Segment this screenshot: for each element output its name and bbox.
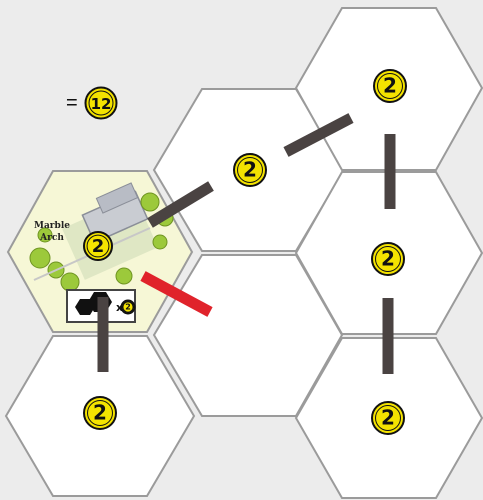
- score-display: = 12: [66, 86, 118, 120]
- tile-right-top-coin-icon: 2: [374, 70, 406, 102]
- tile-left-bottom-coin-icon: 2: [84, 397, 116, 429]
- landmark-badge-coin-icon-value: 2: [125, 303, 131, 312]
- tile-right-mid-coin-icon: 2: [372, 243, 404, 275]
- equals-sign: =: [66, 92, 78, 115]
- tile-right-bottom-coin-icon: 2: [372, 402, 404, 434]
- landmark-coin-icon: 2: [84, 232, 112, 260]
- tile-right-top-coin-icon-value: 2: [383, 74, 397, 98]
- landmark-name-line2: Arch: [39, 233, 64, 243]
- tile-center-top-coin-icon-value: 2: [243, 158, 257, 182]
- tile-right-bottom-coin-icon-value: 2: [381, 406, 395, 430]
- tile-right-mid-coin-icon-value: 2: [381, 247, 395, 271]
- score-total: 12: [90, 95, 111, 113]
- landmark-badge-coin-icon: 2: [122, 301, 135, 314]
- tile-center-top-coin-icon: 2: [234, 154, 266, 186]
- landmark-name-line1: Marble: [34, 221, 70, 231]
- score-coin-icon: 12: [84, 86, 118, 120]
- landmark-coin-icon-value: 2: [92, 236, 105, 257]
- tile-left-bottom-coin-icon-value: 2: [93, 401, 107, 425]
